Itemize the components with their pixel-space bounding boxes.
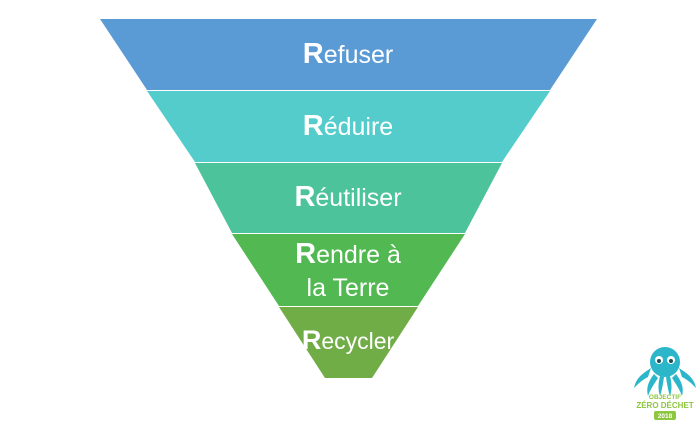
zero-dechet-logo: OBJECTIF ZÉRO DÉCHET 2018 xyxy=(634,347,696,420)
level-1-refuser xyxy=(100,19,597,90)
level-5-label: Recycler xyxy=(302,325,395,355)
level-3-label: Réutiliser xyxy=(294,181,401,213)
level-5-recycler xyxy=(279,307,418,378)
logo-year-badge xyxy=(654,411,676,420)
level-4-label-line1: Rendre à xyxy=(295,238,401,270)
logo-line-3: 2018 xyxy=(658,413,673,420)
level-2-label: Réduire xyxy=(303,110,393,142)
level-2-reduire xyxy=(147,91,550,162)
level-1-label: Refuser xyxy=(303,38,393,70)
level-4-label-line2: la Terre xyxy=(307,274,390,302)
octopus-icon xyxy=(634,347,696,396)
logo-line-2: ZÉRO DÉCHET xyxy=(636,401,693,410)
level-4-rendre-a-la-terre xyxy=(232,234,465,306)
level-3-reutiliser xyxy=(195,163,502,233)
logo-line-1: OBJECTIF xyxy=(649,394,681,401)
